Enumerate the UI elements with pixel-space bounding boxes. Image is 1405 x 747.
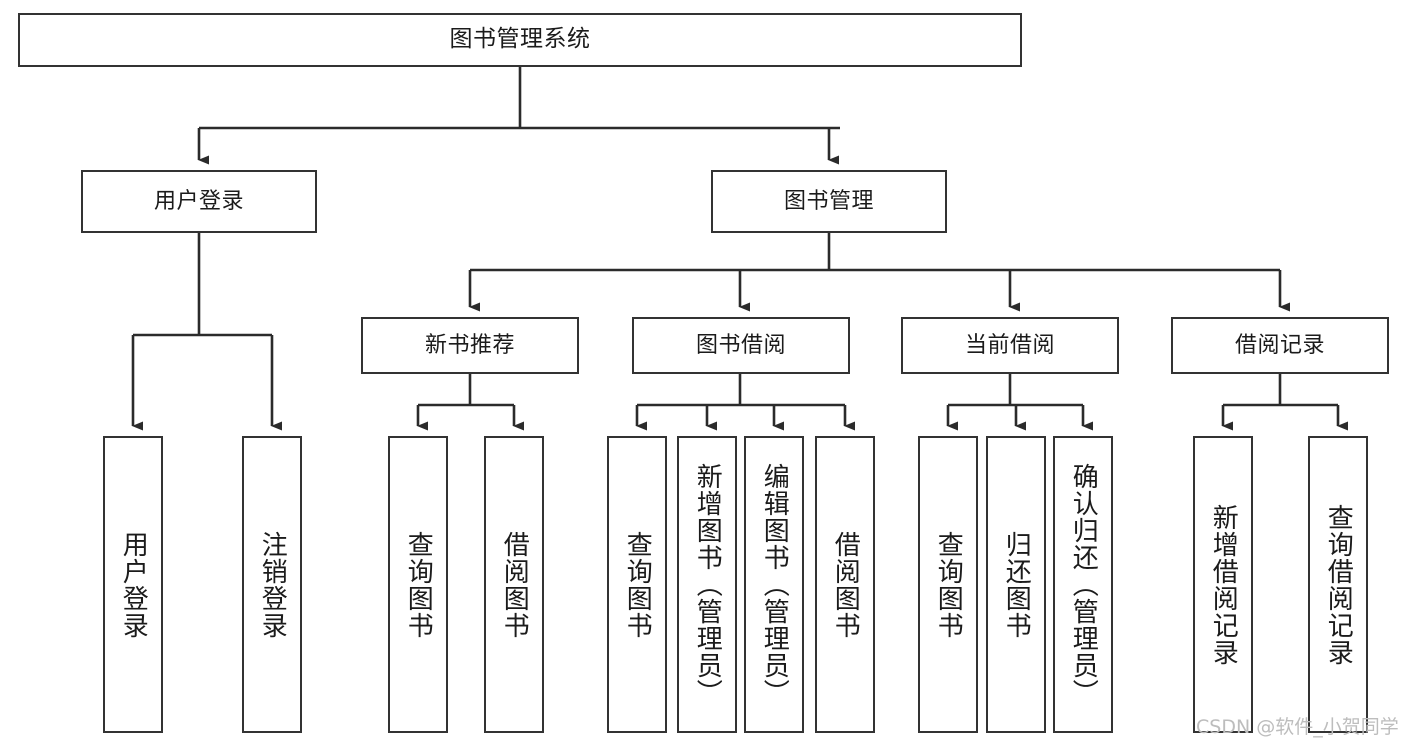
node-label: 确认归还（管理员）: [1068, 463, 1099, 706]
node-label: 新增图书（管理员）: [692, 463, 723, 706]
node-book-borrow[interactable]: 图书借阅: [632, 317, 850, 374]
node-label: 借阅图书: [830, 530, 861, 639]
node-leaf-query-borrow-record[interactable]: 查询借阅记录: [1308, 436, 1368, 733]
node-label: 归还图书: [1001, 530, 1032, 639]
node-label: 新增借阅记录: [1208, 503, 1239, 666]
node-root-system[interactable]: 图书管理系统: [18, 13, 1022, 67]
node-label: 图书管理: [783, 188, 874, 214]
node-leaf-query-book-recommend[interactable]: 查询图书: [388, 436, 448, 733]
node-book-management[interactable]: 图书管理: [711, 170, 947, 233]
node-leaf-query-book-borrow[interactable]: 查询图书: [607, 436, 667, 733]
node-user-login[interactable]: 用户登录: [81, 170, 317, 233]
node-leaf-add-borrow-record[interactable]: 新增借阅记录: [1193, 436, 1253, 733]
node-label: 新书推荐: [424, 332, 515, 358]
node-new-book-recommend[interactable]: 新书推荐: [361, 317, 579, 374]
node-label: 查询图书: [403, 530, 434, 639]
node-current-borrow[interactable]: 当前借阅: [901, 317, 1119, 374]
node-leaf-borrow-book-recommend[interactable]: 借阅图书: [484, 436, 544, 733]
node-leaf-edit-book[interactable]: 编辑图书（管理员）: [744, 436, 804, 733]
node-label: 借阅记录: [1234, 332, 1325, 358]
node-leaf-user-login[interactable]: 用户登录: [103, 436, 163, 733]
node-leaf-add-book[interactable]: 新增图书（管理员）: [677, 436, 737, 733]
node-label: 查询图书: [933, 530, 964, 639]
node-label: 借阅图书: [499, 530, 530, 639]
node-label: 用户登录: [118, 530, 149, 639]
node-leaf-borrow-book[interactable]: 借阅图书: [815, 436, 875, 733]
node-leaf-logout-login[interactable]: 注销登录: [242, 436, 302, 733]
node-label: 注销登录: [257, 530, 288, 639]
node-leaf-confirm-return[interactable]: 确认归还（管理员）: [1053, 436, 1113, 733]
node-label: 查询图书: [622, 530, 653, 639]
node-label: 当前借阅: [964, 332, 1055, 358]
node-label: 图书借阅: [695, 332, 786, 358]
node-label: 编辑图书（管理员）: [759, 463, 790, 706]
node-label: 用户登录: [153, 188, 244, 214]
node-label: 查询借阅记录: [1323, 503, 1354, 666]
watermark-text: CSDN @软件_小贺同学: [1196, 716, 1399, 738]
node-label: 图书管理系统: [449, 26, 591, 53]
node-borrow-record[interactable]: 借阅记录: [1171, 317, 1389, 374]
node-leaf-query-book-current[interactable]: 查询图书: [918, 436, 978, 733]
node-leaf-return-book[interactable]: 归还图书: [986, 436, 1046, 733]
